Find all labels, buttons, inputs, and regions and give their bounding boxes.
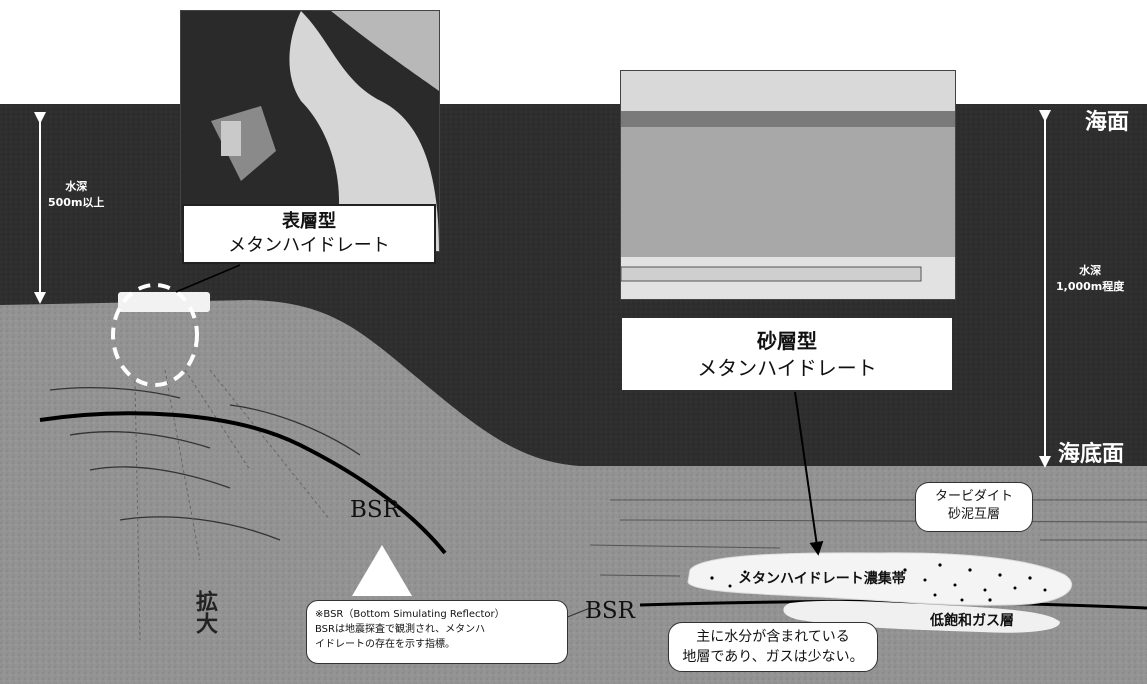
bsr-label-right: BSR (585, 598, 635, 624)
bsr-triangle (352, 545, 412, 596)
concentrated-zone-label: メタンハイドレート濃集帯 (738, 571, 906, 587)
sand-type-arrow (794, 391, 824, 556)
water-note-line1: 主に水分が含まれている (696, 629, 850, 645)
turbidite-line1: タービダイト (934, 489, 1013, 504)
turbidite-note: タービダイト 砂泥互層 (915, 482, 1033, 532)
shallow-hydrate-mound (118, 292, 210, 312)
strata-right (589, 499, 1147, 577)
bsr-label-left: BSR (350, 497, 400, 523)
bsr-note-line2: BSRは地震探査で観測され、メタンハ (315, 624, 486, 635)
shallow-leader-line (175, 264, 241, 293)
bsr-note-line3: イドレートの存在を示す指標。 (315, 639, 455, 650)
strata-left (49, 386, 361, 541)
water-layer-note: 主に水分が含まれている 地層であり、ガスは少ない。 (668, 622, 878, 672)
shallow-type-caption: 表層型 メタンハイドレート (182, 204, 436, 264)
sea-surface-label: 海面 (1085, 110, 1130, 135)
vertical-kanji-label: 拡大 (192, 590, 217, 634)
bsr-line-left (39, 411, 447, 555)
depth-left-line2: 500m以上 (48, 196, 105, 209)
turbidite-line2: 砂泥互層 (947, 507, 1000, 523)
sand-type-line1: 砂層型 (757, 329, 817, 353)
depth-left-line1: 水深 (65, 180, 88, 193)
depth-right-line1: 水深 (1079, 264, 1102, 277)
bsr-footnote: ※BSR（Bottom Simulating Reflector） BSRは地震… (306, 600, 568, 664)
low-saturation-gas-label: 低飽和ガス層 (930, 613, 1014, 629)
bsr-line-right (639, 600, 1147, 610)
bsr-note-pointer (564, 607, 591, 619)
depth-right-line2: 1,000m程度 (1056, 280, 1125, 293)
shallow-type-line2: メタンハイドレート (228, 235, 390, 257)
depth-label-left: 水深 500m以上 (48, 178, 104, 210)
sand-type-caption: 砂層型 メタンハイドレート (622, 318, 952, 390)
water-note-line2: 地層であり、ガスは少ない。 (682, 648, 864, 665)
zone-dots (710, 563, 1047, 602)
fault-lines (134, 369, 331, 641)
sand-type-line2: メタンハイドレート (697, 356, 877, 380)
shallow-type-line1: 表層型 (282, 211, 336, 232)
shallow-hydrate-dashed-outline (111, 283, 199, 387)
depth-label-right: 水深 1,000m程度 (1056, 262, 1124, 294)
sea-floor-label: 海底面 (1058, 442, 1125, 467)
bsr-note-line1: ※BSR（Bottom Simulating Reflector） (315, 609, 505, 620)
sand-hydrate-photo (620, 70, 956, 300)
